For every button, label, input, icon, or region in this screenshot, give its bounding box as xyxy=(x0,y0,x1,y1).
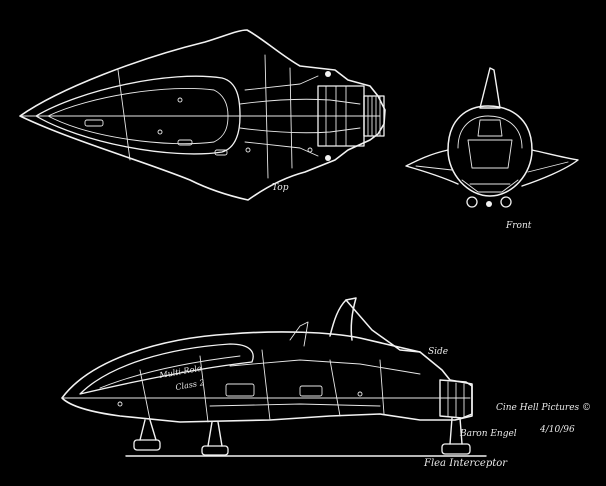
top-view-drawing xyxy=(19,29,386,201)
top-view-label: Top xyxy=(272,183,289,193)
hull-text-line2: Class 2 xyxy=(175,378,205,392)
copyright-text: Cine Hell Pictures © xyxy=(496,403,591,413)
side-view-label: Side xyxy=(428,347,448,357)
front-view-drawing xyxy=(405,67,579,208)
hull-text-line1: Multi-Role xyxy=(158,364,203,380)
drawing-date: 4/10/96 xyxy=(539,425,575,435)
artist-name: Baron Engel xyxy=(459,429,517,439)
craft-title: Flea Interceptor xyxy=(423,458,508,469)
side-view-drawing: Multi-Role Class 2 xyxy=(61,297,487,457)
front-view-label: Front xyxy=(505,221,532,231)
